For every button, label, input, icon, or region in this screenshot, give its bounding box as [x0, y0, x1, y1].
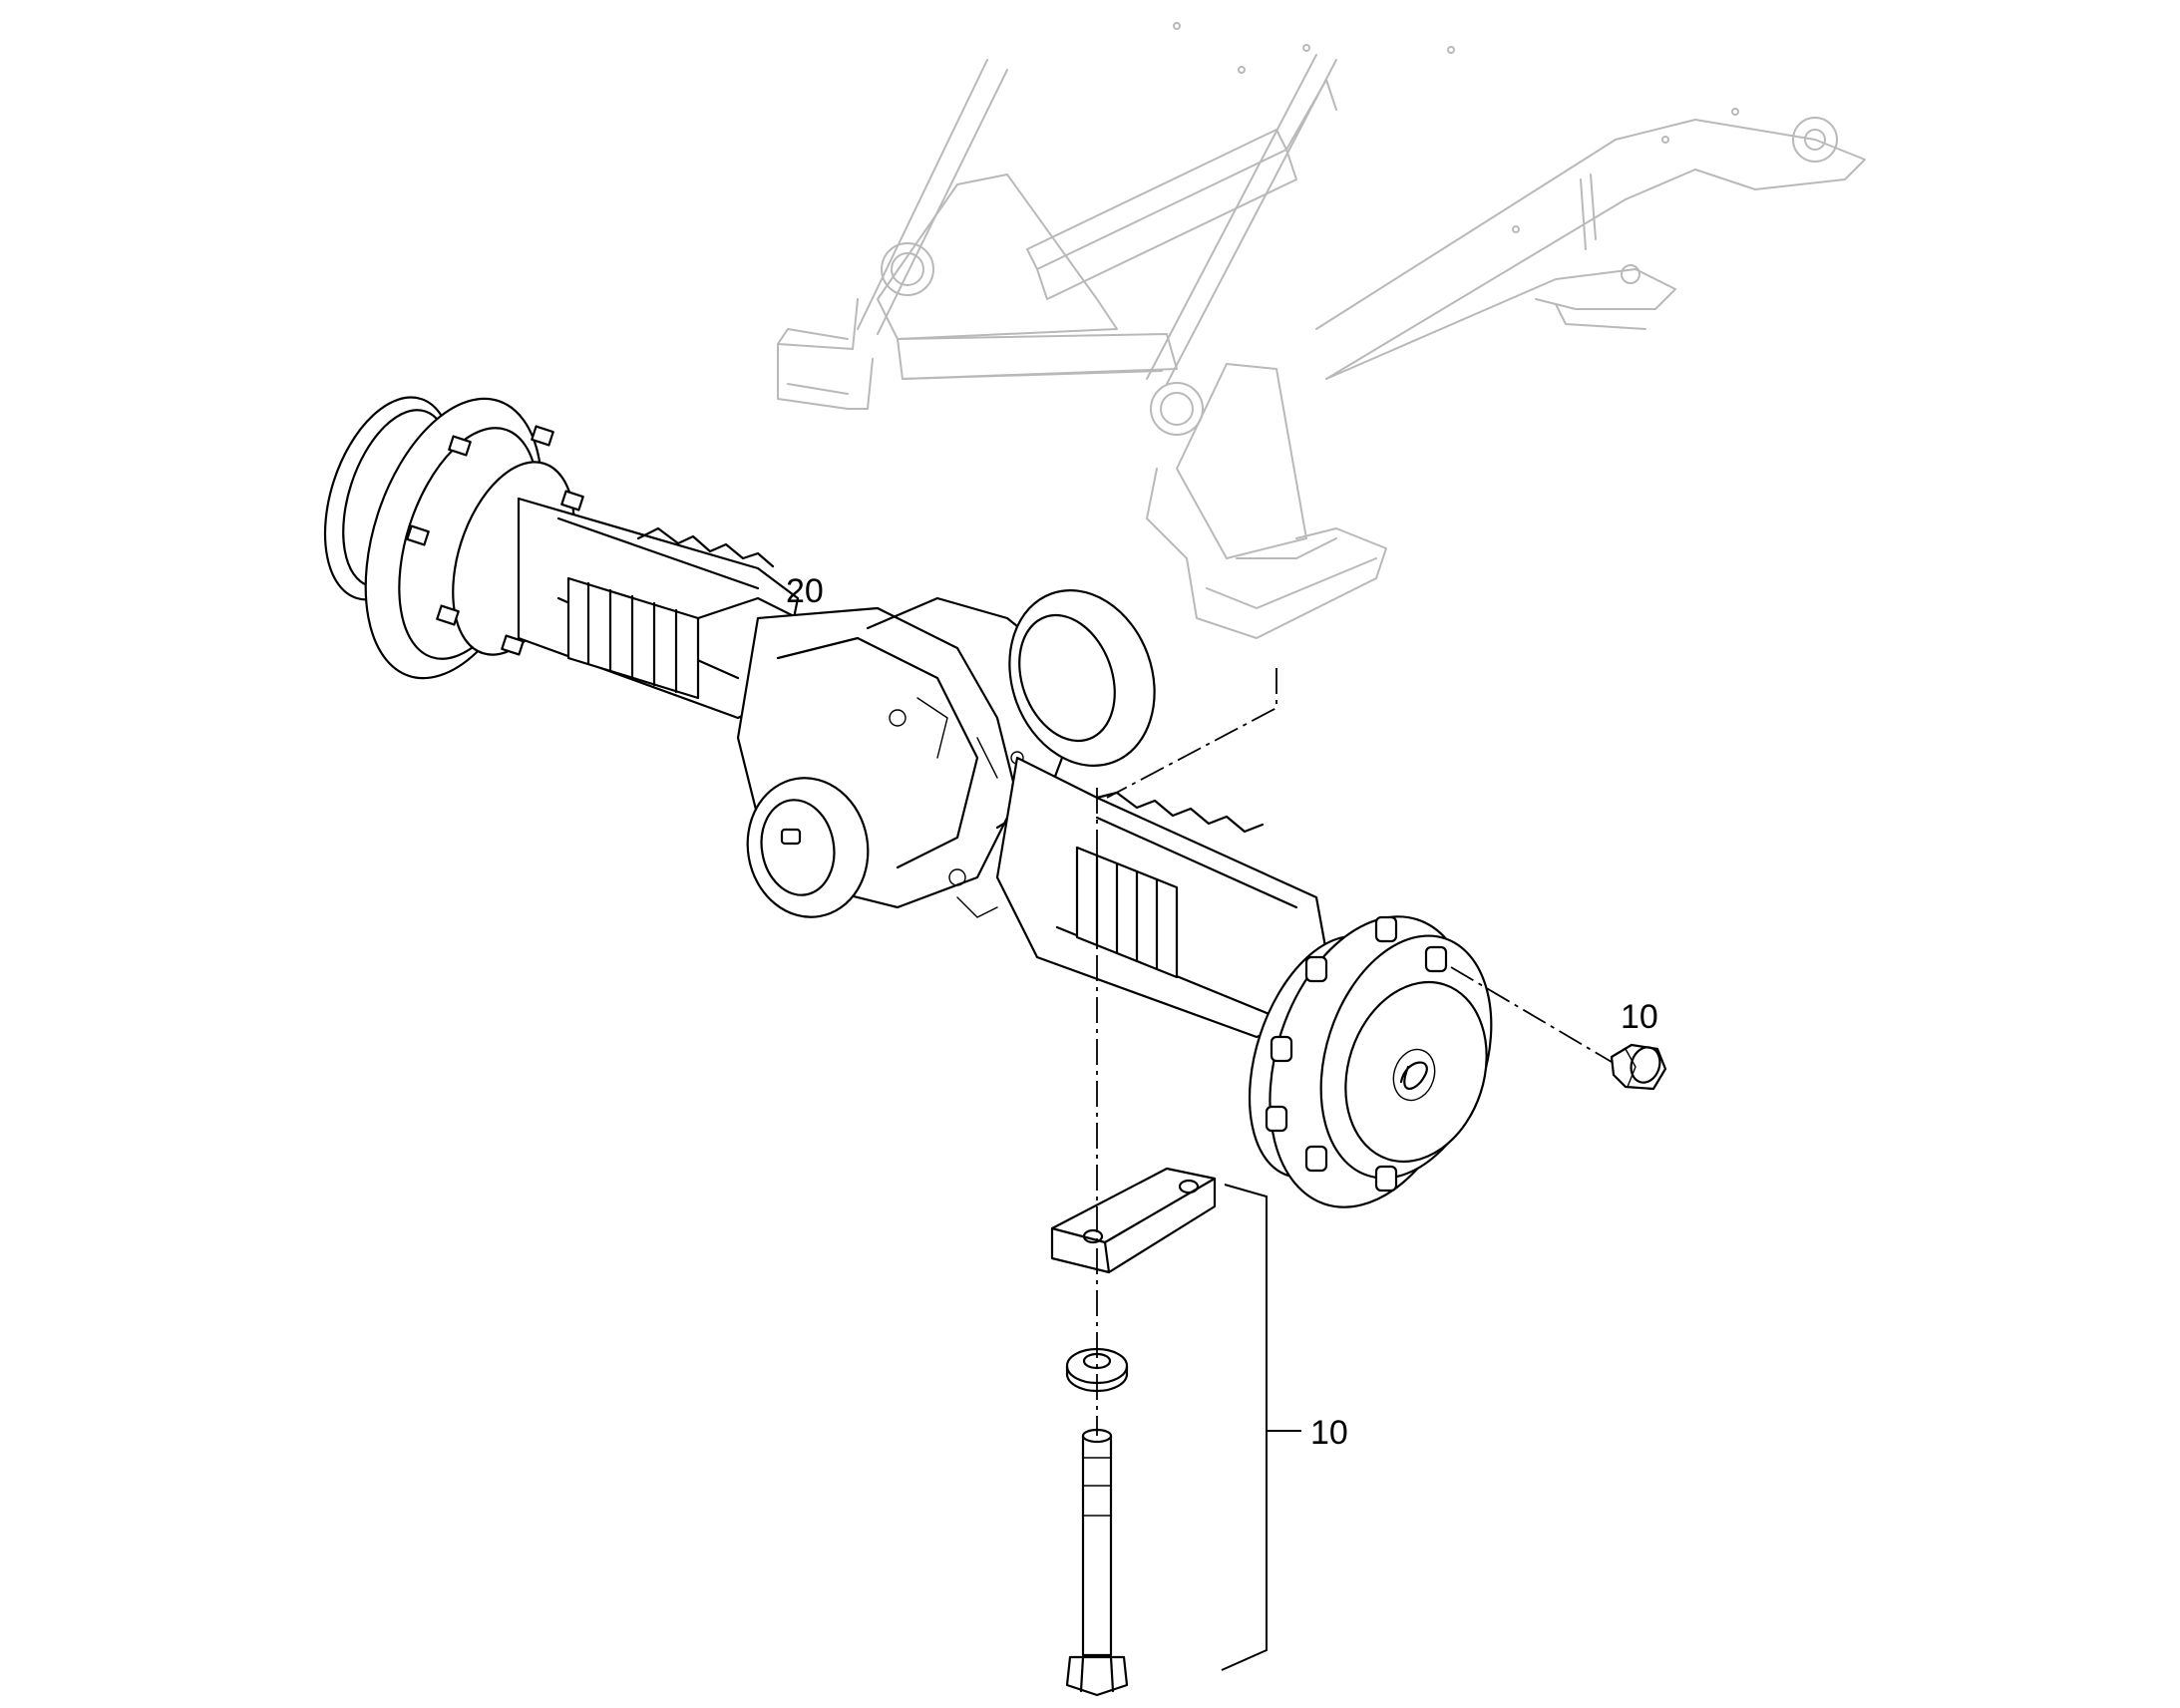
- axle-assembly: [323, 396, 1493, 1208]
- right-wheel-hub: [1248, 915, 1493, 1208]
- bolt-set-bracket: [1221, 1184, 1301, 1671]
- callout-axle: 20: [786, 572, 824, 610]
- callout-nut: 10: [1621, 998, 1658, 1036]
- left-axle-housing: [517, 497, 800, 720]
- differential-housing: [736, 589, 1156, 918]
- wheel-nut: [1610, 1043, 1667, 1091]
- bolt: [1065, 1428, 1129, 1697]
- callout-bolt-set: 10: [1310, 1414, 1348, 1452]
- clamp-plate: [1050, 1167, 1217, 1274]
- vehicle-frame-outline: [777, 22, 1866, 639]
- assembly-centerlines: [1096, 668, 1613, 1436]
